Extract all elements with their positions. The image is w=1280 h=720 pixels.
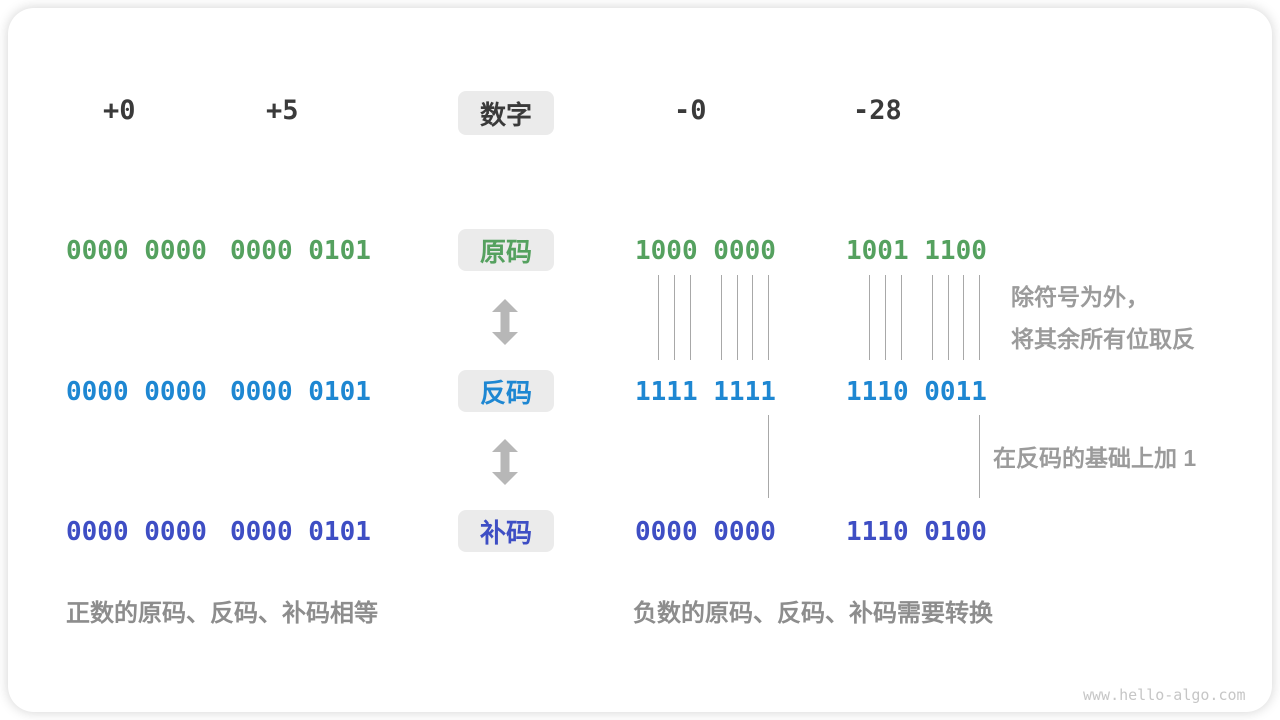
ones-complement-neg28: 1110 0011 [846, 377, 987, 407]
add-one-annotation: 在反码的基础上加 1 [993, 445, 1197, 471]
flip-bit-connector-line [736, 275, 738, 360]
flip-bits-annotation: 除符号为外， 将其余所有位取反 [1011, 276, 1195, 360]
flip-bit-connector-line [932, 275, 934, 360]
flip-bit-connector-line [689, 275, 691, 360]
flip-bit-connector-line [979, 275, 981, 360]
number-neg28: -28 [853, 95, 902, 126]
add-one-connector-line [768, 415, 770, 498]
ones-complement-pos5: 0000 0101 [230, 377, 371, 407]
flip-bit-connector-line [658, 275, 660, 360]
label-number: 数字 [458, 91, 554, 135]
ones-complement-pos0: 0000 0000 [66, 377, 207, 407]
add-one-connector-line [979, 415, 981, 498]
sign-magnitude-pos5: 0000 0101 [230, 236, 371, 266]
number-pos5: +5 [266, 95, 299, 126]
flip-bit-connector-line [869, 275, 871, 360]
flip-bit-connector-line [674, 275, 676, 360]
flip-bit-connector-line [885, 275, 887, 360]
flip-bit-connector-line [947, 275, 949, 360]
ones-complement-neg0: 1111 1111 [635, 377, 776, 407]
sign-magnitude-pos0: 0000 0000 [66, 236, 207, 266]
flip-bits-annotation-line2: 将其余所有位取反 [1011, 326, 1195, 352]
positive-numbers-caption: 正数的原码、反码、补码相等 [66, 600, 378, 627]
negative-numbers-caption: 负数的原码、反码、补码需要转换 [633, 600, 993, 627]
label-twos-complement: 补码 [458, 510, 554, 552]
label-sign-magnitude: 原码 [458, 229, 554, 271]
twos-complement-pos0: 0000 0000 [66, 517, 207, 547]
number-pos0: +0 [103, 95, 136, 126]
flip-bit-connector-line [721, 275, 723, 360]
twos-complement-neg28: 1110 0100 [846, 517, 987, 547]
flip-bit-connector-line [752, 275, 754, 360]
up-down-arrow-icon [492, 299, 518, 345]
watermark: www.hello-algo.com [1083, 686, 1246, 704]
diagram-card: +0 +5 数字 -0 -28 0000 0000 0000 0101 原码 1… [8, 8, 1272, 712]
number-neg0: -0 [674, 95, 707, 126]
flip-bit-connector-line [768, 275, 770, 360]
flip-bit-connector-line [963, 275, 965, 360]
twos-complement-pos5: 0000 0101 [230, 517, 371, 547]
flip-bit-connector-line [900, 275, 902, 360]
twos-complement-neg0: 0000 0000 [635, 517, 776, 547]
label-ones-complement: 反码 [458, 370, 554, 412]
sign-magnitude-neg28: 1001 1100 [846, 236, 987, 266]
up-down-arrow-icon [492, 439, 518, 485]
sign-magnitude-neg0: 1000 0000 [635, 236, 776, 266]
flip-bits-annotation-line1: 除符号为外， [1011, 284, 1149, 310]
